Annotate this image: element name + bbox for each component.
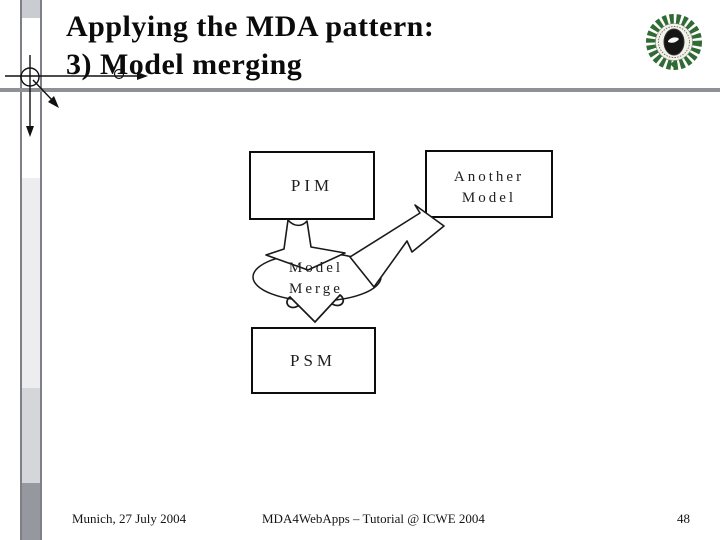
model-merge-label-line2: Merge <box>289 281 343 297</box>
drafting-compass-icon <box>5 55 148 137</box>
left-rail-segment-dark <box>22 483 40 540</box>
psm-box <box>251 327 376 394</box>
left-rail-segment-mid <box>22 388 40 483</box>
another-model-label-line1: Another <box>454 169 524 185</box>
title-line-1: Applying the MDA pattern: <box>66 10 435 43</box>
footer-date: Munich, 27 July 2004 <box>72 511 187 526</box>
footer-page-number: 48 <box>677 511 690 526</box>
pim-box <box>249 151 375 220</box>
arrow-pim-to-merge <box>265 219 346 271</box>
pim-label: PIM <box>291 176 333 195</box>
model-merge-label-line1: Model <box>289 260 343 276</box>
left-rail-segment-light <box>22 178 40 388</box>
model-merge-diagram: PIM Another Model Model Merge PSM <box>249 150 553 394</box>
header-separator-line <box>0 88 720 92</box>
footer-event: MDA4WebApps – Tutorial @ ICWE 2004 <box>262 511 485 526</box>
left-rail-inner-line <box>40 0 42 540</box>
left-rail-segment-top <box>22 0 40 18</box>
psm-label: PSM <box>290 351 336 370</box>
another-model-label-line2: Model <box>462 190 516 206</box>
arrow-merge-to-psm-mask <box>290 296 339 322</box>
left-rail-outer-line <box>20 0 22 540</box>
arrow-merge-to-psm <box>286 293 345 324</box>
another-model-box <box>425 150 553 218</box>
university-seal-logo <box>646 14 702 70</box>
arrow-another-model-to-merge <box>349 204 445 288</box>
